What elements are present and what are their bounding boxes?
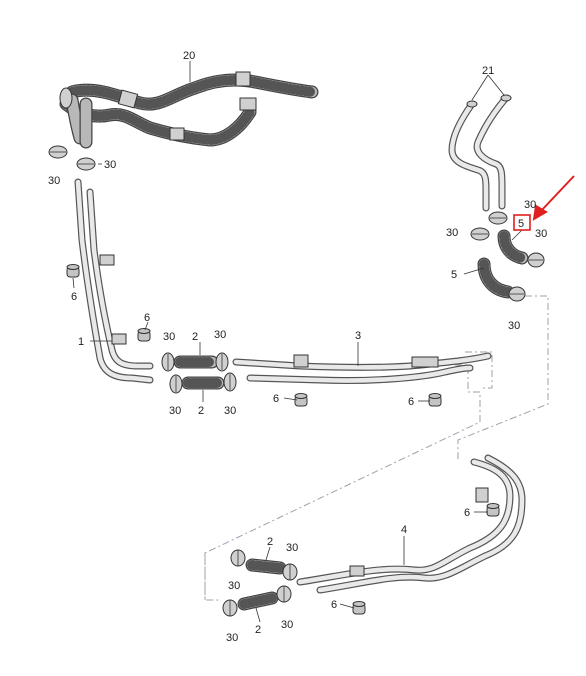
leader-lines bbox=[72, 61, 523, 623]
clamp bbox=[470, 227, 490, 241]
nut bbox=[352, 601, 366, 615]
nut bbox=[137, 328, 151, 342]
clamp bbox=[488, 211, 508, 225]
label-6: 6 bbox=[408, 396, 414, 408]
part-labels: 20 21 1 2 2 2 2 3 4 5 5 6 6 6 6 6 6 30 3… bbox=[48, 50, 547, 644]
label-6: 6 bbox=[144, 312, 150, 324]
clamp bbox=[230, 549, 246, 567]
label-2: 2 bbox=[255, 624, 261, 636]
label-30: 30 bbox=[169, 405, 181, 417]
pipe-assembly-3 bbox=[232, 352, 492, 385]
label-2: 2 bbox=[267, 536, 273, 548]
label-5-highlighted: 5 bbox=[518, 218, 524, 230]
label-30: 30 bbox=[104, 159, 116, 171]
label-30: 30 bbox=[48, 175, 60, 187]
label-3: 3 bbox=[355, 330, 361, 342]
hoses-5 bbox=[477, 229, 529, 299]
label-30: 30 bbox=[226, 632, 238, 644]
label-30: 30 bbox=[214, 329, 226, 341]
clamp bbox=[161, 352, 175, 372]
label-30: 30 bbox=[228, 580, 240, 592]
clamp bbox=[76, 157, 96, 171]
nut bbox=[428, 393, 442, 407]
clamp bbox=[282, 563, 298, 581]
nut bbox=[294, 393, 308, 407]
pipe-assembly-1 bbox=[74, 178, 154, 384]
pipe-pair-21 bbox=[448, 94, 512, 212]
nut bbox=[66, 264, 80, 278]
label-30: 30 bbox=[446, 227, 458, 239]
clamp bbox=[527, 252, 545, 268]
clamp bbox=[223, 372, 237, 392]
guide-lines bbox=[204, 295, 549, 601]
clamp bbox=[222, 599, 238, 617]
label-30: 30 bbox=[524, 199, 536, 211]
label-30: 30 bbox=[224, 405, 236, 417]
nut bbox=[486, 503, 500, 517]
hose-assembly-20 bbox=[59, 71, 319, 149]
label-21: 21 bbox=[482, 65, 494, 77]
clamps-30 bbox=[48, 145, 545, 617]
clamp bbox=[508, 286, 526, 302]
label-6: 6 bbox=[464, 507, 470, 519]
pipe-assembly-4 bbox=[296, 454, 526, 594]
label-2: 2 bbox=[198, 405, 204, 417]
label-30: 30 bbox=[286, 542, 298, 554]
clamp bbox=[215, 352, 229, 372]
hoses-2 bbox=[173, 355, 287, 611]
clamp bbox=[169, 374, 183, 394]
label-2: 2 bbox=[192, 331, 198, 343]
highlight-arrow bbox=[532, 175, 575, 221]
label-30: 30 bbox=[535, 228, 547, 240]
nuts-6 bbox=[66, 264, 500, 615]
label-20: 20 bbox=[183, 50, 195, 62]
label-30: 30 bbox=[508, 320, 520, 332]
label-30: 30 bbox=[163, 331, 175, 343]
label-4: 4 bbox=[401, 524, 407, 536]
highlight-box bbox=[513, 214, 531, 231]
clamp bbox=[48, 145, 68, 159]
label-6: 6 bbox=[331, 599, 337, 611]
label-30: 30 bbox=[281, 619, 293, 631]
label-5: 5 bbox=[451, 269, 457, 281]
label-6: 6 bbox=[71, 291, 77, 303]
label-1: 1 bbox=[78, 336, 84, 348]
label-6: 6 bbox=[273, 393, 279, 405]
clamp bbox=[276, 585, 292, 603]
